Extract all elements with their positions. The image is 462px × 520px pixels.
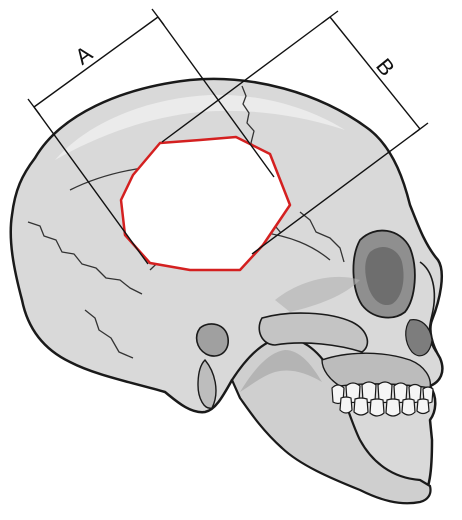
tooth [340, 397, 352, 413]
external-auditory-meatus [197, 324, 229, 356]
tooth [417, 399, 429, 414]
dimension-b-label: B [371, 54, 400, 81]
tooth [370, 399, 384, 416]
dimension-a-label: A [70, 40, 97, 69]
tooth [386, 399, 400, 416]
tooth [354, 398, 368, 415]
tooth [402, 399, 415, 415]
